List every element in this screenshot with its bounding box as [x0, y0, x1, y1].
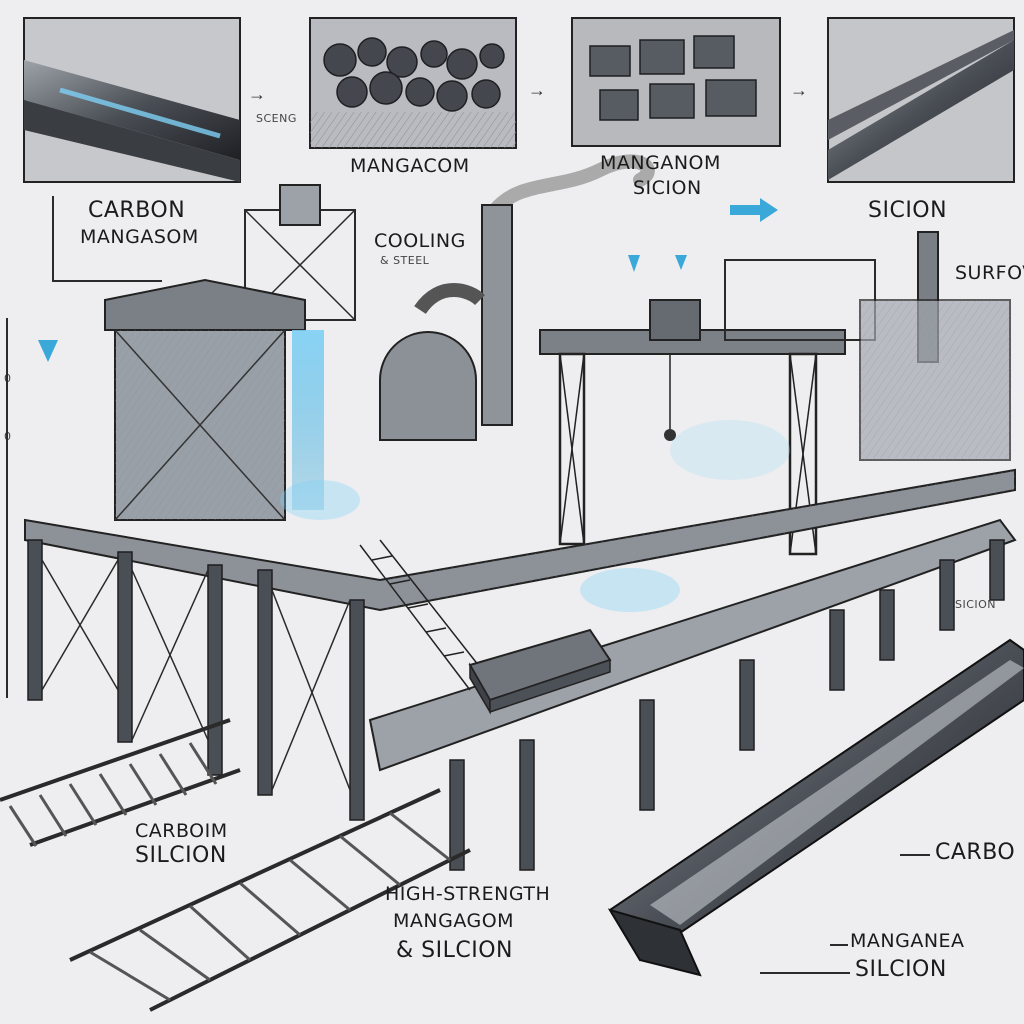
panel-2-ore-pile: [309, 17, 517, 149]
deck-legs: [27, 539, 1005, 871]
leader-line-left-h: [52, 280, 162, 282]
cooling-label: COOLING: [374, 230, 466, 252]
panel-4-label: SICION: [868, 198, 948, 223]
gap-label: SCENG: [256, 112, 297, 125]
sicion-small-label: SICION: [955, 598, 997, 611]
carbo-label: CARBO: [935, 840, 1016, 865]
leader-line-carbo: [900, 854, 930, 856]
rail-beam-large: [607, 638, 1024, 977]
railway-track-center: [69, 788, 471, 1012]
right-structure: [724, 259, 1011, 461]
cross-bracing: [41, 559, 351, 791]
rail-car: [468, 628, 612, 715]
arrow-right-icon-3: →: [790, 80, 808, 100]
staircase: [359, 539, 491, 691]
carbon-label: CARBON: [88, 198, 186, 223]
high-strength-label-line2: MANGAGOM: [393, 910, 515, 932]
glow-accent-2: [580, 568, 680, 612]
panel-4-finished-rail: [827, 17, 1015, 183]
silcion-label: SILCION: [855, 957, 947, 982]
panel-3-label-line1: MANGANOM: [600, 152, 721, 174]
molten-glow: [292, 330, 324, 510]
arrow-right-icon-2: →: [528, 80, 546, 100]
surface-label: SURFOV: [955, 262, 1024, 284]
glow-accent-1: [280, 480, 360, 520]
glow-accent-3: [670, 420, 790, 480]
panel-3-machinery: [571, 17, 781, 147]
cooling-sub-label: & STEEL: [380, 254, 430, 267]
leader-line-axis: [6, 318, 8, 698]
dome-tank: [379, 283, 485, 441]
main-building: [104, 278, 306, 521]
railway-track-left: [0, 718, 241, 847]
smoke-plume: [488, 154, 655, 217]
panel-1-rail-closeup: [23, 17, 241, 183]
leader-line-left: [52, 196, 54, 280]
carbon-silicon-label-line2: SILCION: [135, 843, 227, 868]
carbon-silicon-label-line1: CARBOIM: [135, 820, 228, 842]
manganea-label: MANGANEA: [850, 930, 965, 952]
high-strength-label-line1: HIGH-STRENGTH: [385, 883, 551, 905]
leader-line-manganea: [830, 944, 848, 946]
arrow-right-icon-1: →: [248, 84, 266, 104]
high-strength-label-line3: & SILCION: [396, 938, 513, 963]
blue-markers: [38, 198, 778, 362]
panel-3-label-line2: SICION: [633, 177, 702, 199]
panel-2-label: MANGACOM: [350, 155, 470, 177]
mangasom-label: MANGASOM: [80, 226, 199, 248]
leader-line-silcion: [760, 972, 850, 974]
chimney-center: [481, 204, 513, 426]
